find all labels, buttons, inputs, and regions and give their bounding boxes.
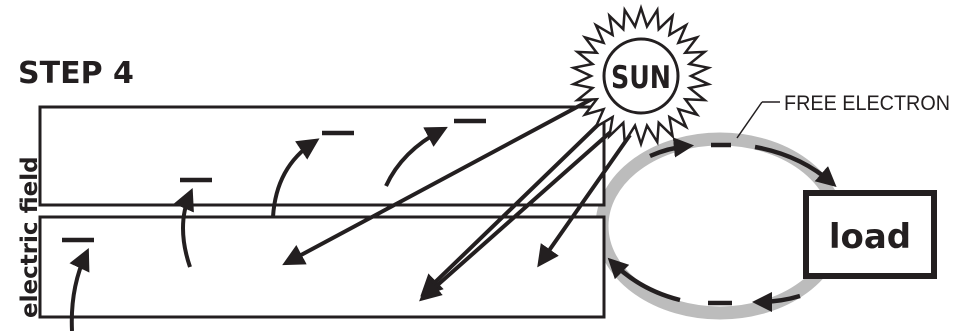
load-label: load	[829, 217, 911, 257]
free-electron-label: FREE ELECTRON	[784, 92, 950, 115]
free-electron-leader	[736, 101, 763, 139]
step-title: STEP 4	[18, 56, 134, 91]
light-ray-2	[420, 117, 606, 297]
light-ray-1	[282, 97, 593, 266]
n-type-layer	[38, 105, 606, 207]
cell-electrons	[62, 118, 486, 243]
circuit-arrow-bottom-left	[607, 257, 681, 303]
light-rays	[282, 97, 632, 302]
load-box	[803, 190, 937, 279]
sun-label: SUN	[611, 60, 671, 96]
sun-icon: SUN	[569, 3, 713, 149]
electron-arrow-4	[69, 248, 90, 331]
sun-disc	[602, 37, 680, 115]
circuit-arrow-bottom-right	[751, 291, 801, 313]
circuit-arrow-top-left	[649, 137, 695, 159]
light-ray-4	[537, 133, 632, 268]
p-type-layer	[38, 215, 606, 319]
light-ray-3	[419, 127, 616, 302]
electron-movement-arrows	[69, 126, 448, 331]
electron-arrow-1	[173, 187, 194, 268]
electron-arrow-3	[384, 126, 448, 187]
circuit-arrow-top-right	[754, 144, 837, 187]
electron-arrow-2	[271, 138, 320, 218]
circuit-electrons	[607, 137, 837, 313]
